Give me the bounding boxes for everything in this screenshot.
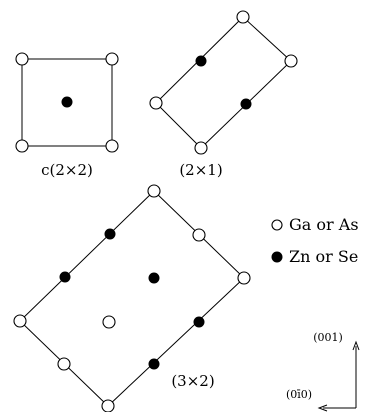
filled-atom (195, 55, 207, 67)
cell-2x1-label: (2×1) (179, 161, 222, 179)
cell-2x1-outline (155, 16, 292, 149)
filled-atom (104, 228, 116, 240)
open-atom (194, 141, 208, 155)
filled-atom (59, 271, 71, 283)
legend: Ga or As Zn or Se (271, 215, 359, 266)
open-atom (147, 184, 161, 198)
legend-open-atom-marker (271, 219, 283, 231)
legend-filled-atom-label: Zn or Se (289, 247, 358, 266)
cell-2x1: (2×1) (149, 10, 298, 179)
filled-atom (240, 98, 252, 110)
cell-3x2-label: (3×2) (171, 372, 214, 390)
open-atom (236, 10, 250, 24)
filled-atom (148, 358, 160, 370)
legend-open-atom-label: Ga or As (289, 215, 359, 234)
cell-c2x2-label: c(2×2) (41, 161, 93, 179)
open-atom (102, 315, 116, 329)
filled-atom (193, 316, 205, 328)
open-atom (101, 399, 115, 412)
cell-c2x2: c(2×2) (15, 52, 119, 179)
open-atom (57, 357, 71, 371)
vertical-axis-label: (001) (313, 331, 343, 344)
open-atom (105, 52, 119, 66)
direction-axes: (001) (0ī0) (286, 331, 360, 412)
filled-atom (61, 96, 73, 108)
filled-atom (148, 272, 160, 284)
open-atom (149, 96, 163, 110)
horizontal-axis-label: (0ī0) (286, 388, 312, 401)
vertical-axis-arrowhead (352, 340, 360, 351)
open-atom (105, 139, 119, 153)
open-atom (192, 228, 206, 242)
open-atom (284, 54, 298, 68)
open-atom (15, 139, 29, 153)
open-atom (13, 314, 27, 328)
legend-filled-atom-marker (271, 251, 283, 263)
horizontal-axis-arrowhead (317, 404, 328, 412)
cell-3x2: (3×2) (13, 184, 251, 412)
open-atom (15, 52, 29, 66)
open-atom (237, 271, 251, 285)
